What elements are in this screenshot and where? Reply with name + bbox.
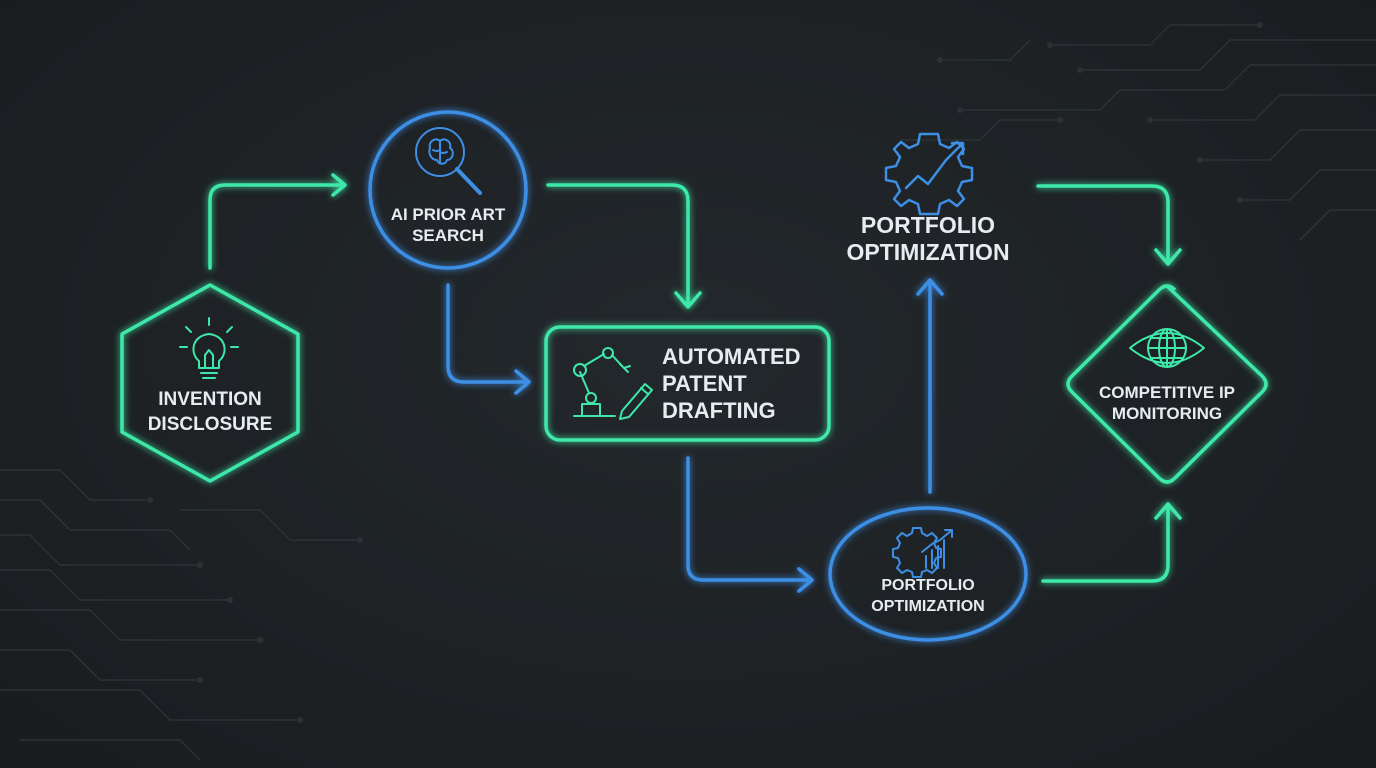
circle-shape: [368, 110, 528, 270]
connector-drafting-to-portfolio-bottom: [686, 456, 814, 593]
circuit-dots: [147, 22, 1263, 723]
connector-prior-art-to-drafting-green: [546, 183, 702, 309]
ellipse-shape: [828, 506, 1028, 642]
node-automated-patent-drafting: AUTOMATED PATENT DRAFTING: [544, 325, 831, 442]
drafting-label-line2: PATENT: [662, 371, 747, 396]
portfolio-bottom-label-line1: PORTFOLIO: [881, 577, 974, 594]
portfolio-top-label-line2: OPTIMIZATION: [846, 239, 1009, 265]
globe-eye-icon: [1129, 328, 1205, 368]
monitoring-label-line1: COMPETITIVE IP: [1099, 383, 1235, 402]
lightbulb-icon: [179, 317, 239, 379]
circuit-background: [0, 24, 1376, 761]
drafting-label-line3: DRAFTING: [662, 398, 776, 423]
rectangle-shape: [544, 325, 831, 442]
gear-trend-icon: [884, 132, 974, 216]
prior-art-label-line1: AI PRIOR ART: [391, 205, 506, 224]
node-ai-prior-art-search: AI PRIOR ART SEARCH: [368, 110, 528, 270]
brain-magnifier-icon: [415, 127, 482, 195]
connector-portfolio-bottom-to-portfolio-top: [916, 278, 944, 494]
invention-label-line1: INVENTION: [158, 389, 261, 410]
diamond-shape: [1066, 284, 1268, 484]
portfolio-bottom-label-line2: OPTIMIZATION: [871, 598, 984, 615]
hexagon-shape: [120, 283, 300, 483]
node-portfolio-optimization-bottom: PORTFOLIO OPTIMIZATION: [828, 506, 1028, 642]
gear-bar-chart-icon: [892, 527, 953, 578]
drafting-label-line1: AUTOMATED: [662, 344, 801, 369]
invention-label-line2: DISCLOSURE: [148, 414, 273, 435]
connector-portfolio-bottom-to-monitoring: [1041, 502, 1182, 583]
connector-portfolio-top-to-monitoring: [1036, 184, 1182, 266]
connector-prior-art-to-drafting-blue: [446, 283, 531, 395]
connector-invention-to-prior-art: [208, 173, 347, 270]
node-invention-disclosure: INVENTION DISCLOSURE: [120, 283, 300, 483]
prior-art-label-line2: SEARCH: [412, 226, 484, 245]
robot-arm-pen-icon: [573, 347, 653, 420]
portfolio-top-label-line1: PORTFOLIO: [861, 212, 995, 238]
node-competitive-ip-monitoring: COMPETITIVE IP MONITORING: [1066, 284, 1268, 484]
monitoring-label-line2: MONITORING: [1112, 404, 1222, 423]
node-portfolio-optimization-top: PORTFOLIO OPTIMIZATION: [846, 132, 1010, 265]
